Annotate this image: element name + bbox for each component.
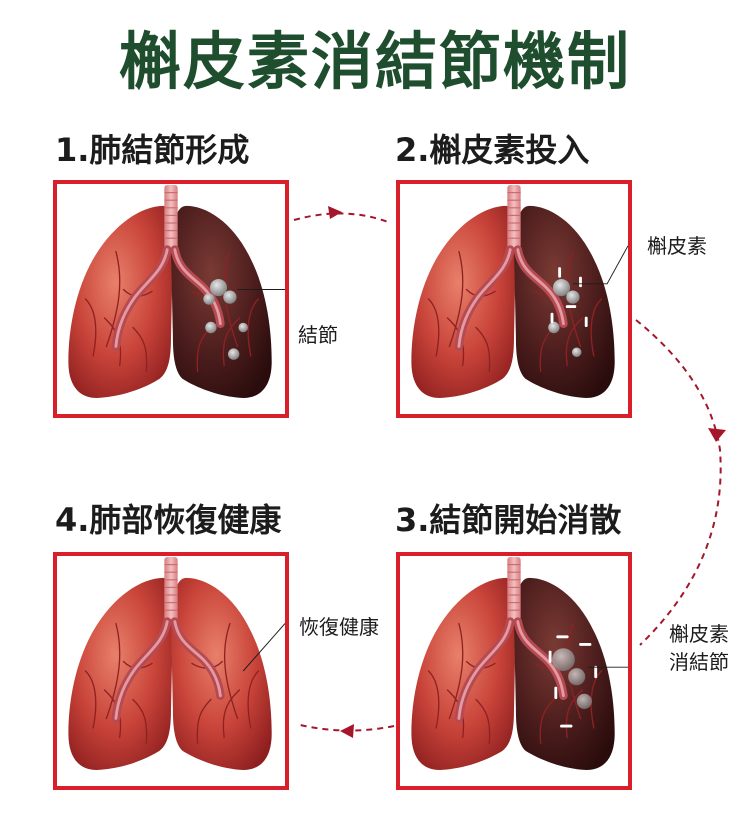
arrow-head-1 bbox=[328, 206, 342, 219]
quercetin-particles bbox=[548, 635, 598, 728]
callout-line-1: 槲皮素 bbox=[669, 622, 729, 646]
step-3-title: 3.結節開始消散 bbox=[395, 501, 622, 539]
arrow-head-3 bbox=[340, 724, 354, 738]
arrow-step1-to-step2 bbox=[293, 212, 389, 223]
step-1-title: 1.肺結節形成 bbox=[55, 131, 250, 169]
quercetin-lungs-illustration bbox=[411, 184, 628, 398]
nodule-callout: 結節 bbox=[296, 322, 340, 348]
diseased-lungs-illustration bbox=[68, 184, 285, 398]
step-3-panel bbox=[396, 552, 632, 790]
arrow-step3-to-step4 bbox=[295, 723, 395, 732]
dissolving-nodules bbox=[552, 648, 592, 709]
recovery-callout: 恢復健康 bbox=[297, 614, 381, 640]
healthy-lungs-illustration bbox=[68, 556, 285, 770]
callout-line-2: 消結節 bbox=[669, 650, 729, 674]
step-2-title: 2.槲皮素投入 bbox=[395, 131, 590, 169]
quercetin-dissolve-callout: 槲皮素 消結節 bbox=[667, 620, 731, 676]
step-4-panel bbox=[53, 552, 289, 790]
step-1-panel bbox=[53, 180, 289, 418]
step-4-title: 4.肺部恢復健康 bbox=[55, 501, 282, 539]
quercetin-callout: 槲皮素 bbox=[645, 233, 709, 259]
dissolving-lungs-illustration bbox=[411, 556, 628, 770]
arrow-step2-to-step3 bbox=[635, 319, 722, 646]
step-2-panel bbox=[396, 180, 632, 418]
nodule-cluster bbox=[548, 279, 582, 357]
quercetin-particles bbox=[550, 267, 588, 328]
arrow-head-2 bbox=[708, 428, 726, 442]
page-title: 槲皮素消結節機制 bbox=[118, 25, 631, 98]
nodule-cluster bbox=[203, 279, 248, 360]
